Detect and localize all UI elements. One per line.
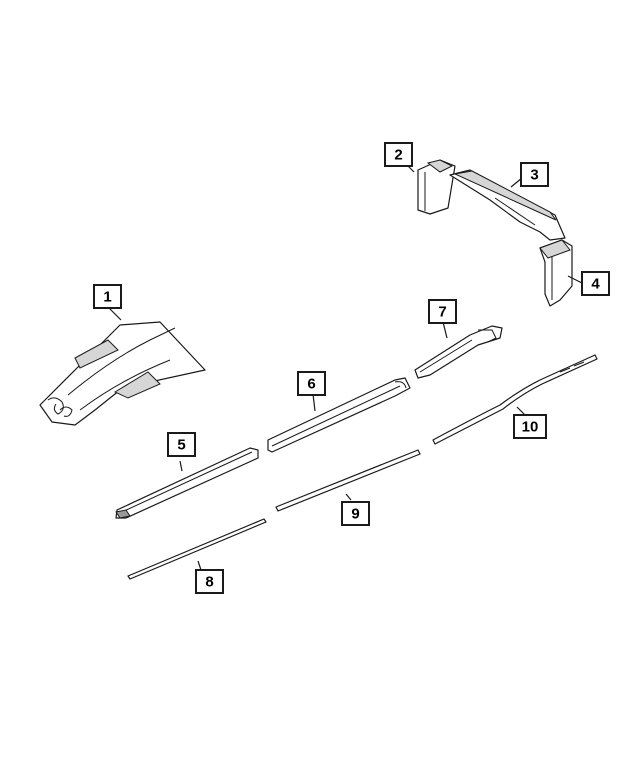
roof-stripe [449, 169, 566, 241]
callout-4: 4 [581, 271, 610, 296]
quarter-stripe [414, 325, 503, 379]
callout-1-number: 1 [103, 289, 111, 306]
callout-6-number: 6 [307, 376, 315, 393]
callout-4-number: 4 [591, 276, 600, 293]
rear-door-stripe [267, 377, 411, 453]
callout-9-number: 9 [351, 506, 359, 523]
pillar-decal [417, 159, 456, 215]
quarter-panel-decal [539, 239, 573, 307]
callout-7: 7 [428, 299, 457, 324]
callout-3: 3 [520, 162, 549, 187]
front-door-stripe [115, 447, 259, 519]
lower-front-molding [127, 518, 267, 580]
callout-9: 9 [341, 501, 370, 526]
callout-2-number: 2 [394, 147, 402, 164]
lower-rear-molding [432, 354, 598, 445]
lower-door-molding [275, 449, 421, 512]
callout-8-number: 8 [205, 574, 213, 591]
callout-5: 5 [167, 432, 196, 457]
callout-10-number: 10 [522, 419, 539, 436]
callout-8: 8 [195, 569, 224, 594]
leader-lines [108, 165, 583, 571]
callout-3-number: 3 [530, 167, 538, 184]
callout-1: 1 [93, 284, 122, 309]
callout-7-number: 7 [438, 304, 446, 321]
callout-2: 2 [384, 142, 413, 167]
callout-10: 10 [513, 414, 547, 439]
callout-5-number: 5 [177, 437, 185, 454]
hood-decal [39, 321, 206, 426]
callout-6: 6 [297, 371, 326, 396]
